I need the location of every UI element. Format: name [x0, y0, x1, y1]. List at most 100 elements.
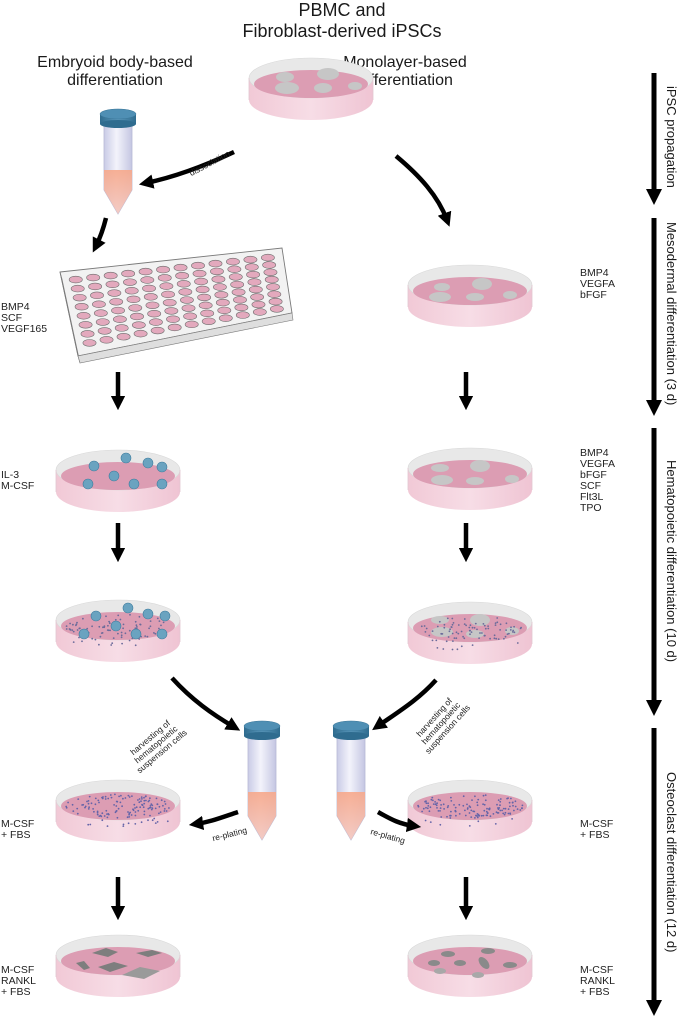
cell-dot	[442, 803, 445, 806]
well	[252, 308, 267, 316]
cell-dot	[424, 819, 427, 822]
well	[246, 270, 261, 279]
cell-dot	[475, 815, 478, 817]
cell-dot	[137, 799, 139, 801]
cell-dot	[79, 627, 81, 630]
cell-dot	[145, 799, 147, 802]
cell-dot	[495, 637, 498, 640]
cell-dot	[109, 794, 112, 796]
well	[243, 255, 258, 264]
well	[247, 278, 262, 286]
cell-dot	[516, 808, 519, 810]
arrow-dissociation	[138, 149, 235, 189]
cell-dot	[451, 617, 454, 620]
cell-dot	[149, 625, 152, 628]
cell-dot	[158, 620, 161, 622]
cell-dot	[474, 622, 477, 625]
cell-dot	[466, 803, 468, 806]
cell-dot	[121, 805, 123, 808]
cell-dot	[153, 817, 156, 820]
cell-dot	[72, 623, 74, 626]
cell-dot	[454, 806, 457, 809]
well	[268, 297, 283, 306]
cell-dot	[96, 811, 99, 814]
cell-dot	[90, 802, 93, 805]
cell-dot	[494, 622, 497, 624]
well	[234, 303, 249, 312]
well	[116, 333, 131, 341]
cell-dot	[468, 812, 471, 814]
well	[195, 285, 210, 294]
cell-dot	[449, 814, 451, 817]
cell-dot	[511, 631, 514, 633]
cell-dot	[71, 629, 74, 631]
well	[233, 296, 247, 304]
cell-dot	[65, 806, 68, 809]
factors-ml-mesoderm: BMP4 VEGFA bFGF	[580, 267, 616, 301]
cell-dot	[436, 802, 438, 805]
well	[149, 318, 163, 326]
cell-dot	[473, 626, 476, 629]
cell-dot	[511, 818, 513, 820]
phase-label-osteoclast: Osteoclast differentiation (12 d)	[664, 772, 679, 953]
cell-dot	[148, 807, 151, 809]
cell-dot	[455, 814, 457, 817]
cell-dot	[98, 625, 101, 628]
cell-dot	[447, 636, 450, 638]
cell-dot	[96, 813, 99, 816]
conical-tube-left-top	[99, 108, 137, 215]
embryoid-bodies	[82, 452, 168, 490]
cell-dot	[482, 794, 485, 797]
cell-dot	[477, 798, 480, 801]
cell-dot	[141, 798, 143, 800]
cell-dot	[471, 644, 474, 646]
well	[192, 269, 207, 278]
cell-dot	[69, 622, 71, 625]
column-heading-monolayer-line1: Monolayer-based	[343, 54, 467, 71]
cell-dot	[429, 806, 432, 809]
cell-dot	[122, 797, 124, 800]
cell-dot	[508, 801, 511, 804]
cell-dot	[163, 810, 166, 812]
cell-dot	[438, 620, 441, 623]
cell-dot	[477, 813, 480, 816]
cell-dot	[480, 814, 483, 817]
cell-dot	[122, 623, 125, 626]
phase-label-ipsc: iPSC propagation	[664, 86, 679, 188]
cell-dot	[140, 800, 142, 803]
well	[130, 312, 144, 321]
cell-dot	[143, 802, 146, 805]
cell-dot	[104, 798, 107, 800]
cell-dot	[451, 648, 454, 651]
cell-dot	[482, 814, 485, 817]
well	[244, 263, 259, 271]
cell-dot	[149, 805, 152, 807]
cell-dot	[513, 631, 516, 634]
cell-dot	[483, 809, 486, 812]
cell-dot	[476, 816, 479, 819]
cell-dot	[108, 622, 111, 625]
cell-dot	[436, 647, 439, 649]
cell-dot	[112, 637, 115, 639]
cell-dot	[106, 816, 109, 819]
well-grid	[68, 253, 284, 347]
cell-dot	[92, 808, 94, 810]
cell-dot	[514, 805, 517, 808]
cell-dot	[149, 814, 151, 817]
cell-dot	[443, 623, 446, 626]
arrow-to-monolayer	[394, 154, 452, 227]
cell-dot	[101, 819, 104, 822]
embryoid-bodies-2	[78, 602, 171, 640]
well	[214, 291, 229, 299]
cell-dot	[456, 648, 459, 651]
cell-dot	[478, 637, 480, 639]
cell-dot	[425, 806, 427, 809]
cell-dot	[435, 639, 438, 642]
cell-dot	[457, 632, 460, 635]
cell-dot	[454, 810, 457, 812]
cell-dot	[115, 810, 118, 812]
cell-dot	[464, 814, 467, 817]
figure-title-line1: PBMC and	[298, 0, 386, 20]
monolayer-mesoderm-dish	[407, 264, 533, 328]
cell-dot	[494, 823, 497, 825]
